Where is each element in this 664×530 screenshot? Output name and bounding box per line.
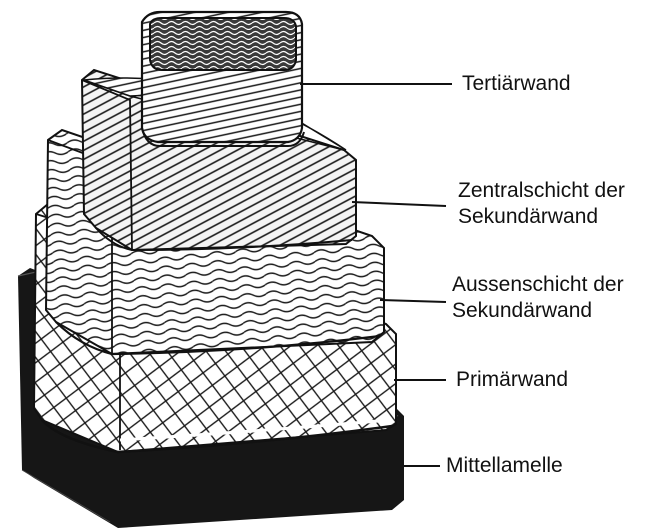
layer-tertiaerwand bbox=[142, 12, 304, 146]
label-primaerwand: Primärwand bbox=[456, 367, 568, 393]
leader-zentralschicht bbox=[352, 202, 446, 206]
label-mittellamelle: Mittellamelle bbox=[446, 453, 563, 479]
leader-aussenschicht bbox=[380, 300, 446, 302]
label-tertiaerwand: Tertiärwand bbox=[462, 71, 571, 97]
label-aussenschicht: Aussenschicht der Sekundärwand bbox=[452, 272, 624, 324]
label-zentralschicht: Zentralschicht der Sekundärwand bbox=[458, 178, 625, 230]
